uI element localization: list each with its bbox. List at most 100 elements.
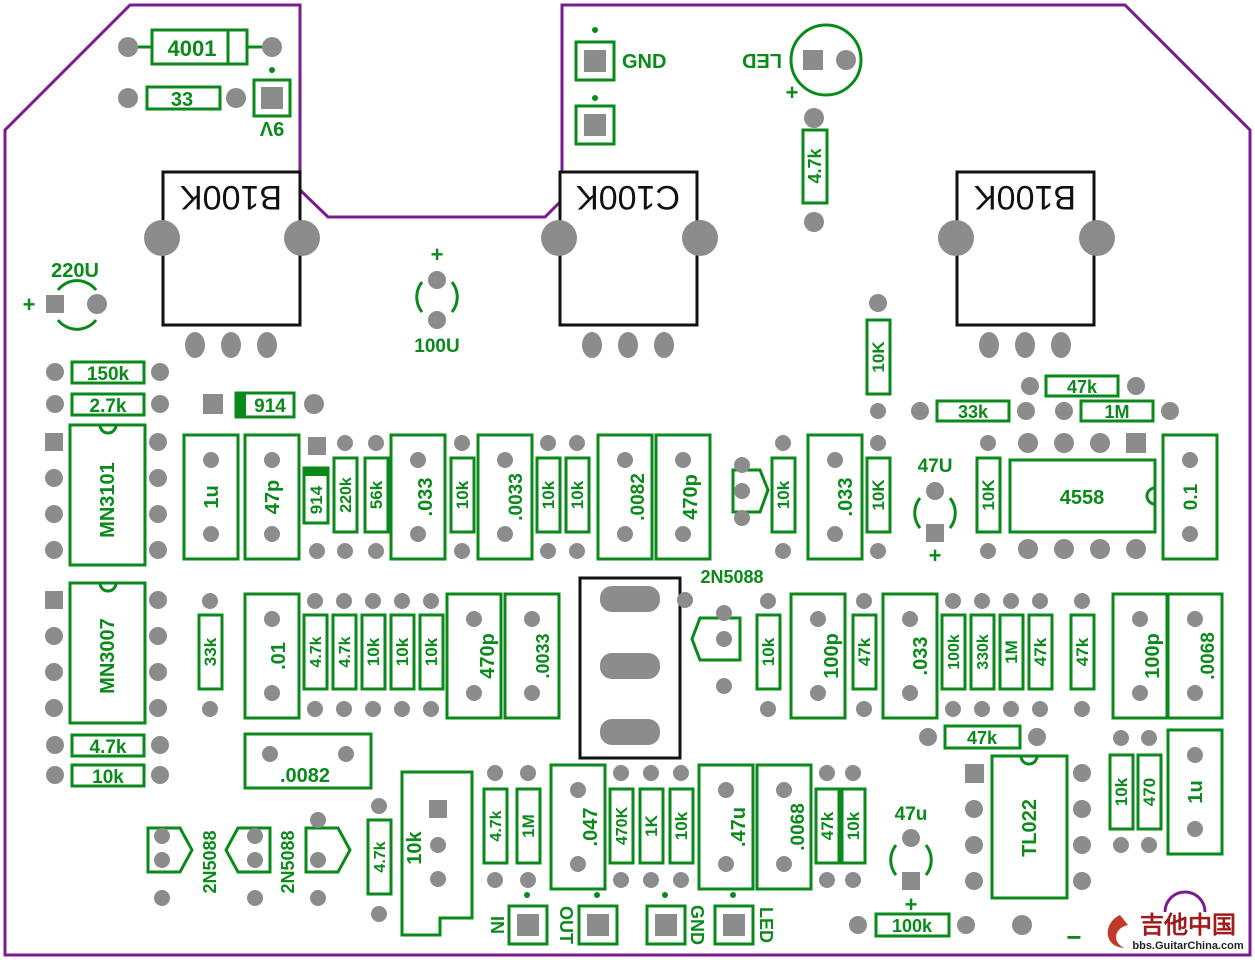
svg-text:47k: 47k xyxy=(1073,637,1092,666)
out-label: OUT xyxy=(556,906,576,944)
svg-text:10k: 10k xyxy=(844,811,863,840)
svg-text:1M: 1M xyxy=(1002,640,1021,664)
svg-text:.0033: .0033 xyxy=(506,473,527,521)
gnd-pad-frame xyxy=(574,40,616,82)
watermark: 吉他中国 bbs.GuitarChina.com xyxy=(1107,912,1244,952)
svg-text:2.7k: 2.7k xyxy=(90,396,127,417)
svg-text:47p: 47p xyxy=(262,480,284,514)
svg-text:4.7k: 4.7k xyxy=(308,636,325,667)
svg-text:4.7k: 4.7k xyxy=(488,810,505,841)
svg-text:914: 914 xyxy=(307,485,326,514)
led-label: LED xyxy=(742,49,782,71)
in-label: IN xyxy=(487,916,507,934)
svg-text:100k: 100k xyxy=(946,634,963,670)
svg-text:.047: .047 xyxy=(580,808,602,847)
led-outline xyxy=(789,23,863,97)
svg-text:10K: 10K xyxy=(869,341,888,373)
svg-text:470p: 470p xyxy=(680,474,702,520)
svg-text:470: 470 xyxy=(1140,778,1159,806)
svg-text:47k: 47k xyxy=(818,811,837,840)
svg-text:10k: 10k xyxy=(759,637,778,666)
resistor-33 xyxy=(145,85,222,111)
svg-text:470p: 470p xyxy=(477,633,499,679)
ic-tl022: TL022 xyxy=(965,754,1091,900)
svg-text:100U: 100U xyxy=(414,336,459,357)
svg-text:.47u: .47u xyxy=(728,807,750,847)
pot-1: B100K xyxy=(144,170,320,358)
svg-text:10k: 10k xyxy=(774,480,793,509)
svg-text:4.7k: 4.7k xyxy=(805,148,825,184)
svg-text:+: + xyxy=(431,242,444,267)
svg-text:2N5088: 2N5088 xyxy=(700,567,763,587)
svg-text:10k: 10k xyxy=(422,637,441,666)
svg-text:10k: 10k xyxy=(672,811,691,840)
svg-text:10k: 10k xyxy=(1112,777,1131,806)
svg-text:+: + xyxy=(786,80,799,105)
diode-4001-label: 4001 xyxy=(168,36,217,61)
svg-text:1M: 1M xyxy=(519,814,538,838)
svg-text:B100K: B100K xyxy=(974,178,1076,216)
svg-text:10k: 10k xyxy=(393,637,412,666)
svg-text:.033: .033 xyxy=(415,478,437,517)
svg-text:.01: .01 xyxy=(268,642,290,670)
svg-text:33k: 33k xyxy=(201,637,220,666)
pot-2: C100K xyxy=(541,170,718,358)
svg-text:47k: 47k xyxy=(1031,637,1050,666)
resistor-33-label: 33 xyxy=(171,89,193,111)
svg-text:TL022: TL022 xyxy=(1019,799,1041,857)
power-9v-label: 9V xyxy=(259,117,284,139)
svg-text:.0033: .0033 xyxy=(533,633,553,678)
svg-text:1u: 1u xyxy=(201,485,223,508)
svg-text:10K: 10K xyxy=(979,479,998,511)
svg-text:56k: 56k xyxy=(367,480,386,509)
svg-text:47u: 47u xyxy=(895,804,928,825)
svg-text:+: + xyxy=(905,892,918,917)
svg-text:220k: 220k xyxy=(338,477,355,513)
svg-text:2N5088: 2N5088 xyxy=(200,830,220,893)
pad xyxy=(118,37,138,57)
svg-text:2N5088: 2N5088 xyxy=(278,830,298,893)
svg-text:C100K: C100K xyxy=(576,178,680,216)
svg-text:47k: 47k xyxy=(1067,377,1098,397)
svg-text:100p: 100p xyxy=(821,633,843,679)
svg-text:10K: 10K xyxy=(869,479,888,511)
power-9v-pad-frame xyxy=(252,78,292,118)
svg-text:330k: 330k xyxy=(975,634,992,670)
svg-text:4.7k: 4.7k xyxy=(372,841,389,872)
svg-text:B100K: B100K xyxy=(180,178,282,216)
svg-text:+: + xyxy=(23,292,36,317)
svg-text:100p: 100p xyxy=(1142,633,1164,679)
svg-text:10k: 10k xyxy=(404,830,426,864)
svg-text:MN3007: MN3007 xyxy=(97,618,119,694)
svg-text:.033: .033 xyxy=(910,637,932,676)
svg-text:吉他中国: 吉他中国 xyxy=(1140,912,1236,939)
svg-text:10k: 10k xyxy=(364,637,383,666)
svg-text:100k: 100k xyxy=(892,916,933,936)
svg-text:220U: 220U xyxy=(51,260,99,282)
svg-text:10k: 10k xyxy=(539,480,558,509)
svg-text:10k: 10k xyxy=(568,480,587,509)
svg-text:47U: 47U xyxy=(918,456,953,477)
svg-text:.0082: .0082 xyxy=(628,473,649,521)
ic-mn3101: MN3101 xyxy=(45,423,167,567)
ic-4558: 4558 xyxy=(1008,433,1157,559)
svg-text:33k: 33k xyxy=(958,402,989,422)
svg-text:.033: .033 xyxy=(835,478,857,517)
gnd2-label: GND xyxy=(687,905,707,945)
pot-3: B100K xyxy=(938,170,1115,358)
svg-text:4.7k: 4.7k xyxy=(90,737,127,758)
svg-text:.0068: .0068 xyxy=(788,803,809,851)
svg-text:10k: 10k xyxy=(92,767,124,788)
svg-text:914: 914 xyxy=(254,396,286,417)
svg-text:bbs.GuitarChina.com: bbs.GuitarChina.com xyxy=(1132,940,1243,952)
svg-text:.0082: .0082 xyxy=(280,765,330,787)
led2-label: LED xyxy=(756,907,776,943)
svg-text:1u: 1u xyxy=(1185,780,1207,803)
svg-text:+: + xyxy=(929,543,942,568)
svg-text:47k: 47k xyxy=(855,637,874,666)
svg-text:10k: 10k xyxy=(453,480,472,509)
svg-text:−: − xyxy=(1066,922,1081,952)
gnd-label: GND xyxy=(622,51,666,73)
svg-text:.0068: .0068 xyxy=(1198,632,1219,680)
